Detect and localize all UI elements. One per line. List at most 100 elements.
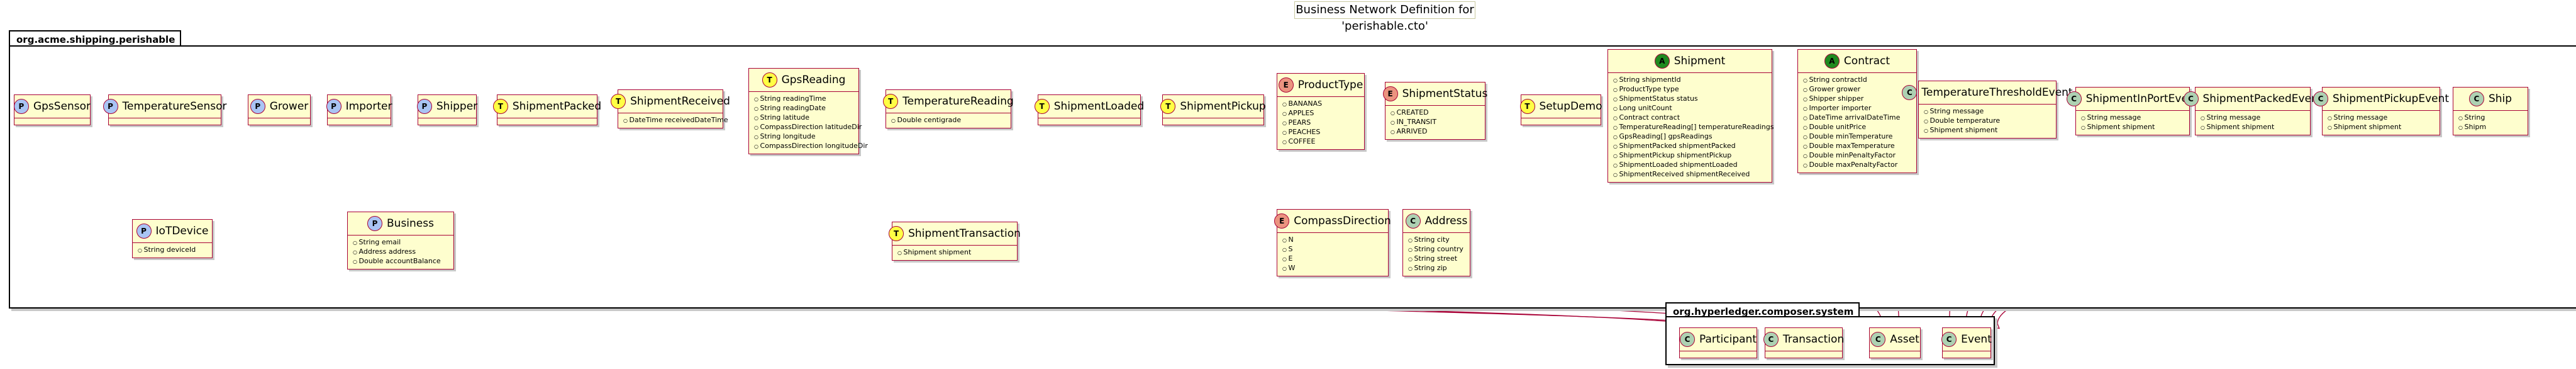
stereotype-a-icon: A (1654, 54, 1670, 69)
class-compassdirection: ECompassDirectionNSEW (1274, 209, 1391, 276)
class-attribute: String latitude (754, 113, 855, 123)
class-name: GpsSensor (33, 100, 91, 113)
class-attribute: ARRIVED (1391, 127, 1481, 137)
class-name: ProductType (1297, 79, 1363, 91)
class-body: CREATEDIN_TRANSITARRIVED (1385, 105, 1485, 139)
stereotype-c-icon: C (2183, 91, 2199, 106)
stereotype-c-icon: C (1405, 213, 1421, 229)
class-attribute: Double maxPenaltyFactor (1803, 161, 1913, 170)
class-attribute: APPLES (1282, 109, 1360, 118)
class-body (1163, 118, 1263, 125)
class-attribute: S (1282, 245, 1384, 254)
class-body (1680, 351, 1757, 358)
class-attribute: Shipment shipment (2328, 123, 2436, 132)
class-attribute: E (1282, 254, 1384, 264)
class-importer: P Importer (326, 94, 392, 125)
class-attribute: Grower grower (1803, 85, 1913, 94)
class-attribute: Shipm (2458, 123, 2524, 132)
class-attribute: String city (1408, 236, 1466, 245)
stereotype-c-icon: C (1870, 332, 1886, 347)
class-shipcut: CShipStringShipm (2453, 87, 2528, 135)
class-body: String cityString countryString streetSt… (1403, 232, 1470, 276)
class-name: TemperatureThresholdEvent (1921, 86, 2073, 99)
class-attribute: W (1282, 264, 1384, 273)
class-attribute: ShipmentPacked shipmentPacked (1613, 142, 1768, 151)
class-contract: AContractString contractIdGrower growerS… (1797, 49, 1917, 173)
class-attribute: CREATED (1391, 108, 1481, 118)
stereotype-t-icon: T (762, 72, 777, 88)
class-temperaturereading: TTemperatureReadingDouble centigrade (883, 89, 1014, 128)
class-body: String messageDouble temperatureShipment… (1919, 104, 2056, 138)
class-shipmentinportevent: CShipmentInPortEventString messageShipme… (2066, 87, 2199, 135)
class-shipmentpackedevent: CShipmentPackedEventString messageShipme… (2183, 87, 2323, 135)
class-attribute: String readingTime (754, 94, 855, 104)
class-attribute: IN_TRANSIT (1391, 118, 1481, 127)
class-attribute: Double maxTemperature (1803, 142, 1913, 151)
class-attribute: CompassDirection latitudeDir (754, 123, 862, 132)
class-name: ShipmentTransaction (908, 227, 1021, 240)
class-name: Importer (345, 100, 392, 113)
stereotype-t-icon: T (1034, 99, 1050, 114)
class-attribute: String message (1924, 107, 2052, 116)
class-attribute: Shipment shipment (1924, 126, 2052, 135)
class-body: StringShipm (2453, 110, 2528, 135)
class-body (109, 118, 221, 125)
class-body: BANANASAPPLESPEARSPEACHESCOFFEE (1277, 96, 1364, 149)
class-attribute: ShipmentLoaded shipmentLoaded (1613, 161, 1768, 170)
class-body (248, 118, 310, 125)
class-body: String readingTimeString readingDateStri… (749, 91, 868, 154)
class-body: DateTime receivedDateTime (618, 113, 728, 128)
stereotype-e-icon: E (1274, 213, 1290, 229)
class-attribute: String longitude (754, 132, 855, 142)
stereotype-c-icon: C (1763, 332, 1779, 347)
class-attribute: COFFEE (1282, 137, 1360, 147)
class-body (1521, 118, 1601, 125)
class-attribute: ShipmentPickup shipmentPickup (1613, 151, 1768, 161)
class-attribute: Shipper shipper (1803, 94, 1913, 104)
class-attribute: String message (2201, 113, 2306, 123)
class-body (328, 118, 391, 125)
class-attribute: Double minTemperature (1803, 132, 1913, 142)
class-attribute: Long unitCount (1613, 104, 1768, 113)
class-iotdevice: PIoTDeviceString deviceId (132, 219, 213, 258)
stereotype-e-icon: E (1278, 77, 1294, 93)
class-attribute: TemperatureReading[] temperatureReadings (1613, 123, 1774, 132)
class-body (1038, 118, 1140, 125)
class-name: ShipmentPickup (1180, 100, 1266, 113)
class-attribute: String street (1408, 254, 1466, 264)
class-body: String shipmentIdProductType typeShipmen… (1608, 72, 1774, 182)
class-attribute: BANANAS (1282, 99, 1360, 109)
class-business: PBusinessString emailAddress addressDoub… (347, 212, 454, 270)
class-name: TemperatureSensor (122, 100, 227, 113)
class-body (1765, 351, 1842, 358)
class-name: TemperatureReading (902, 95, 1014, 108)
class-attribute: String readingDate (754, 104, 855, 113)
class-attribute: ProductType type (1613, 85, 1768, 94)
class-attribute: Importer importer (1803, 104, 1913, 113)
class-body: Shipment shipment (892, 245, 1017, 260)
class-body (1870, 351, 1920, 358)
stereotype-p-icon: P (326, 99, 341, 114)
class-shipmentstatus: EShipmentStatusCREATEDIN_TRANSITARRIVED (1382, 82, 1487, 140)
stereotype-a-icon: A (1824, 54, 1840, 69)
class-body: Double centigrade (886, 113, 1011, 128)
